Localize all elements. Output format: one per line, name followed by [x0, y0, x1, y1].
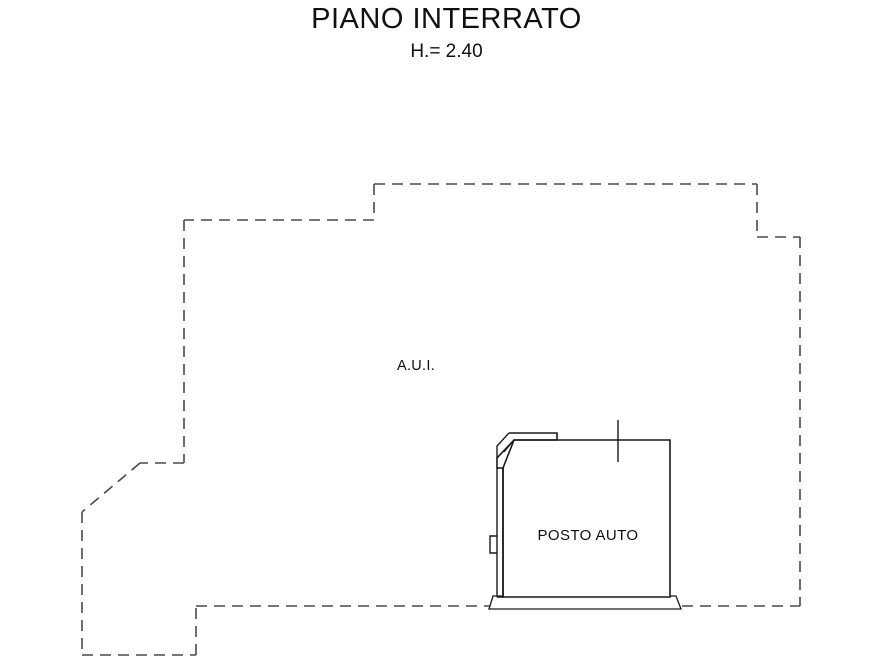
parking-box-inner-wall	[502, 439, 671, 598]
boundary-chamfer-diagonal	[81, 462, 141, 513]
parking-base-slab	[488, 595, 682, 610]
property-boundary-outline	[81, 183, 801, 656]
parking-chamfer-detail-line	[496, 432, 510, 458]
label-parking-space: POSTO AUTO	[538, 527, 639, 544]
label-common-area: A.U.I.	[397, 358, 435, 374]
parking-base-slab-outline	[488, 595, 682, 610]
parking-left-wall-niche	[489, 535, 497, 554]
parking-chamfer-inner-line	[503, 439, 515, 453]
parking-structure	[488, 420, 682, 610]
